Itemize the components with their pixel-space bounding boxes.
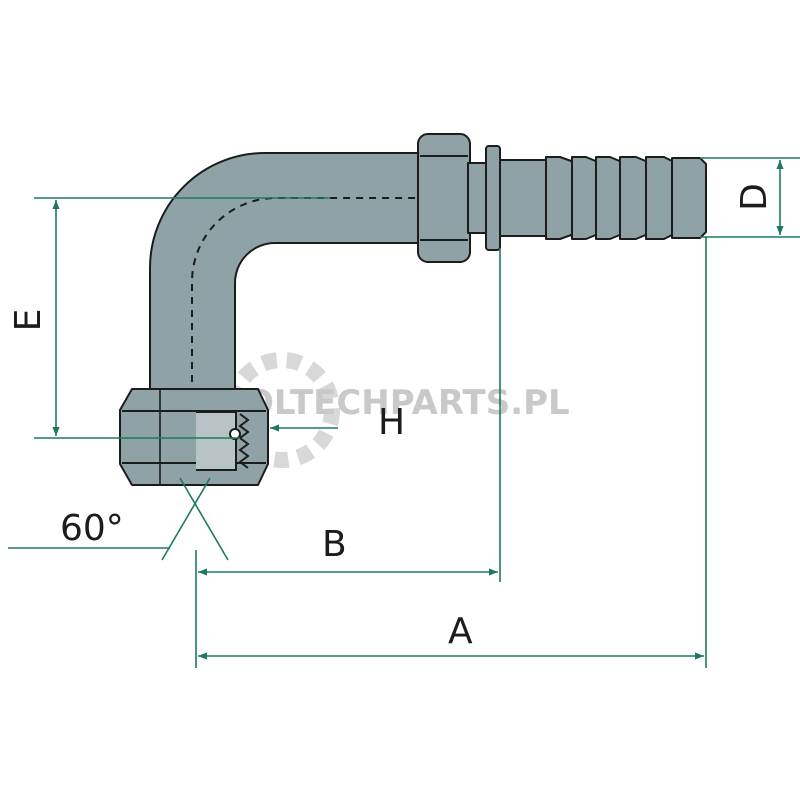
collar [417, 133, 471, 263]
watermark-text: OLTECHPARTS.PL [245, 383, 570, 423]
dimension-d [700, 157, 800, 238]
dimension-b [195, 248, 501, 668]
cone-angle-lines [8, 477, 229, 561]
dimension-e [34, 197, 330, 439]
nut-seat-detail [196, 411, 237, 471]
label-h: H [378, 402, 405, 443]
label-e: E [8, 309, 49, 332]
label-d: D [734, 183, 775, 211]
hex-nut [119, 388, 269, 486]
watermark: OLTECHPARTS.PL [224, 352, 570, 468]
bent-tube [149, 152, 421, 396]
label-a: A [448, 611, 473, 652]
dimension-a [198, 237, 707, 668]
label-angle: 60° [60, 508, 124, 549]
thread-detail [238, 413, 250, 469]
hose-tail [467, 145, 707, 251]
label-b: B [322, 524, 347, 565]
